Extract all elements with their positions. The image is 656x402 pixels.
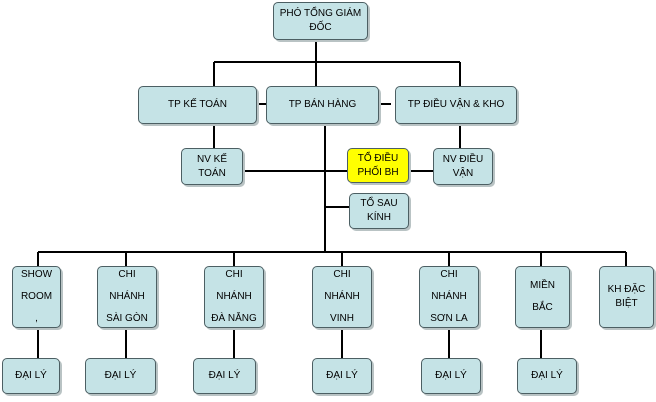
node-chi-nhanh-sai-gon: CHI NHÁNH SÀI GÒN — [97, 266, 157, 328]
node-tp-dieu-van-kho: TP ĐIỀU VẬN & KHO — [395, 86, 517, 124]
node-chi-nhanh-vinh: CHI NHÁNH VINH — [312, 266, 372, 328]
node-pho-tong-giam-doc: PHÓ TỔNG GIÁM ĐỐC — [273, 2, 368, 40]
node-nv-ke-toan: NV KẾ TOÁN — [181, 148, 243, 185]
node-chi-nhanh-son-la: CHI NHÁNH SƠN LA — [419, 266, 479, 328]
node-dai-ly-1: ĐẠI LÝ — [2, 358, 60, 394]
node-dai-ly-3: ĐẠI LÝ — [193, 358, 256, 394]
node-dai-ly-5: ĐẠI LÝ — [421, 358, 481, 394]
node-mien-bac: MIỀN BẮC — [515, 266, 570, 328]
node-dai-ly-4: ĐẠI LÝ — [312, 358, 372, 394]
node-to-sau-kinh: TỔ SAU KÍNH — [349, 193, 409, 229]
node-tp-ban-hang: TP BÁN HÀNG — [266, 86, 379, 124]
node-dai-ly-2: ĐẠI LÝ — [85, 358, 156, 394]
node-nv-dieu-van: NV ĐIỀU VẬN — [433, 148, 493, 185]
node-dai-ly-6: ĐẠI LÝ — [517, 358, 577, 394]
node-show-room: SHOW ROOM , — [12, 266, 61, 328]
node-chi-nhanh-da-nang: CHI NHÁNH ĐÀ NẴNG — [204, 266, 264, 328]
node-tp-ke-toan: TP KẾ TOÁN — [138, 86, 257, 124]
node-kh-dac-biet: KH ĐẶC BIỆT — [599, 266, 654, 328]
node-to-dieu-phoi-bh: TỔ ĐIỀU PHỐI BH — [347, 148, 409, 183]
